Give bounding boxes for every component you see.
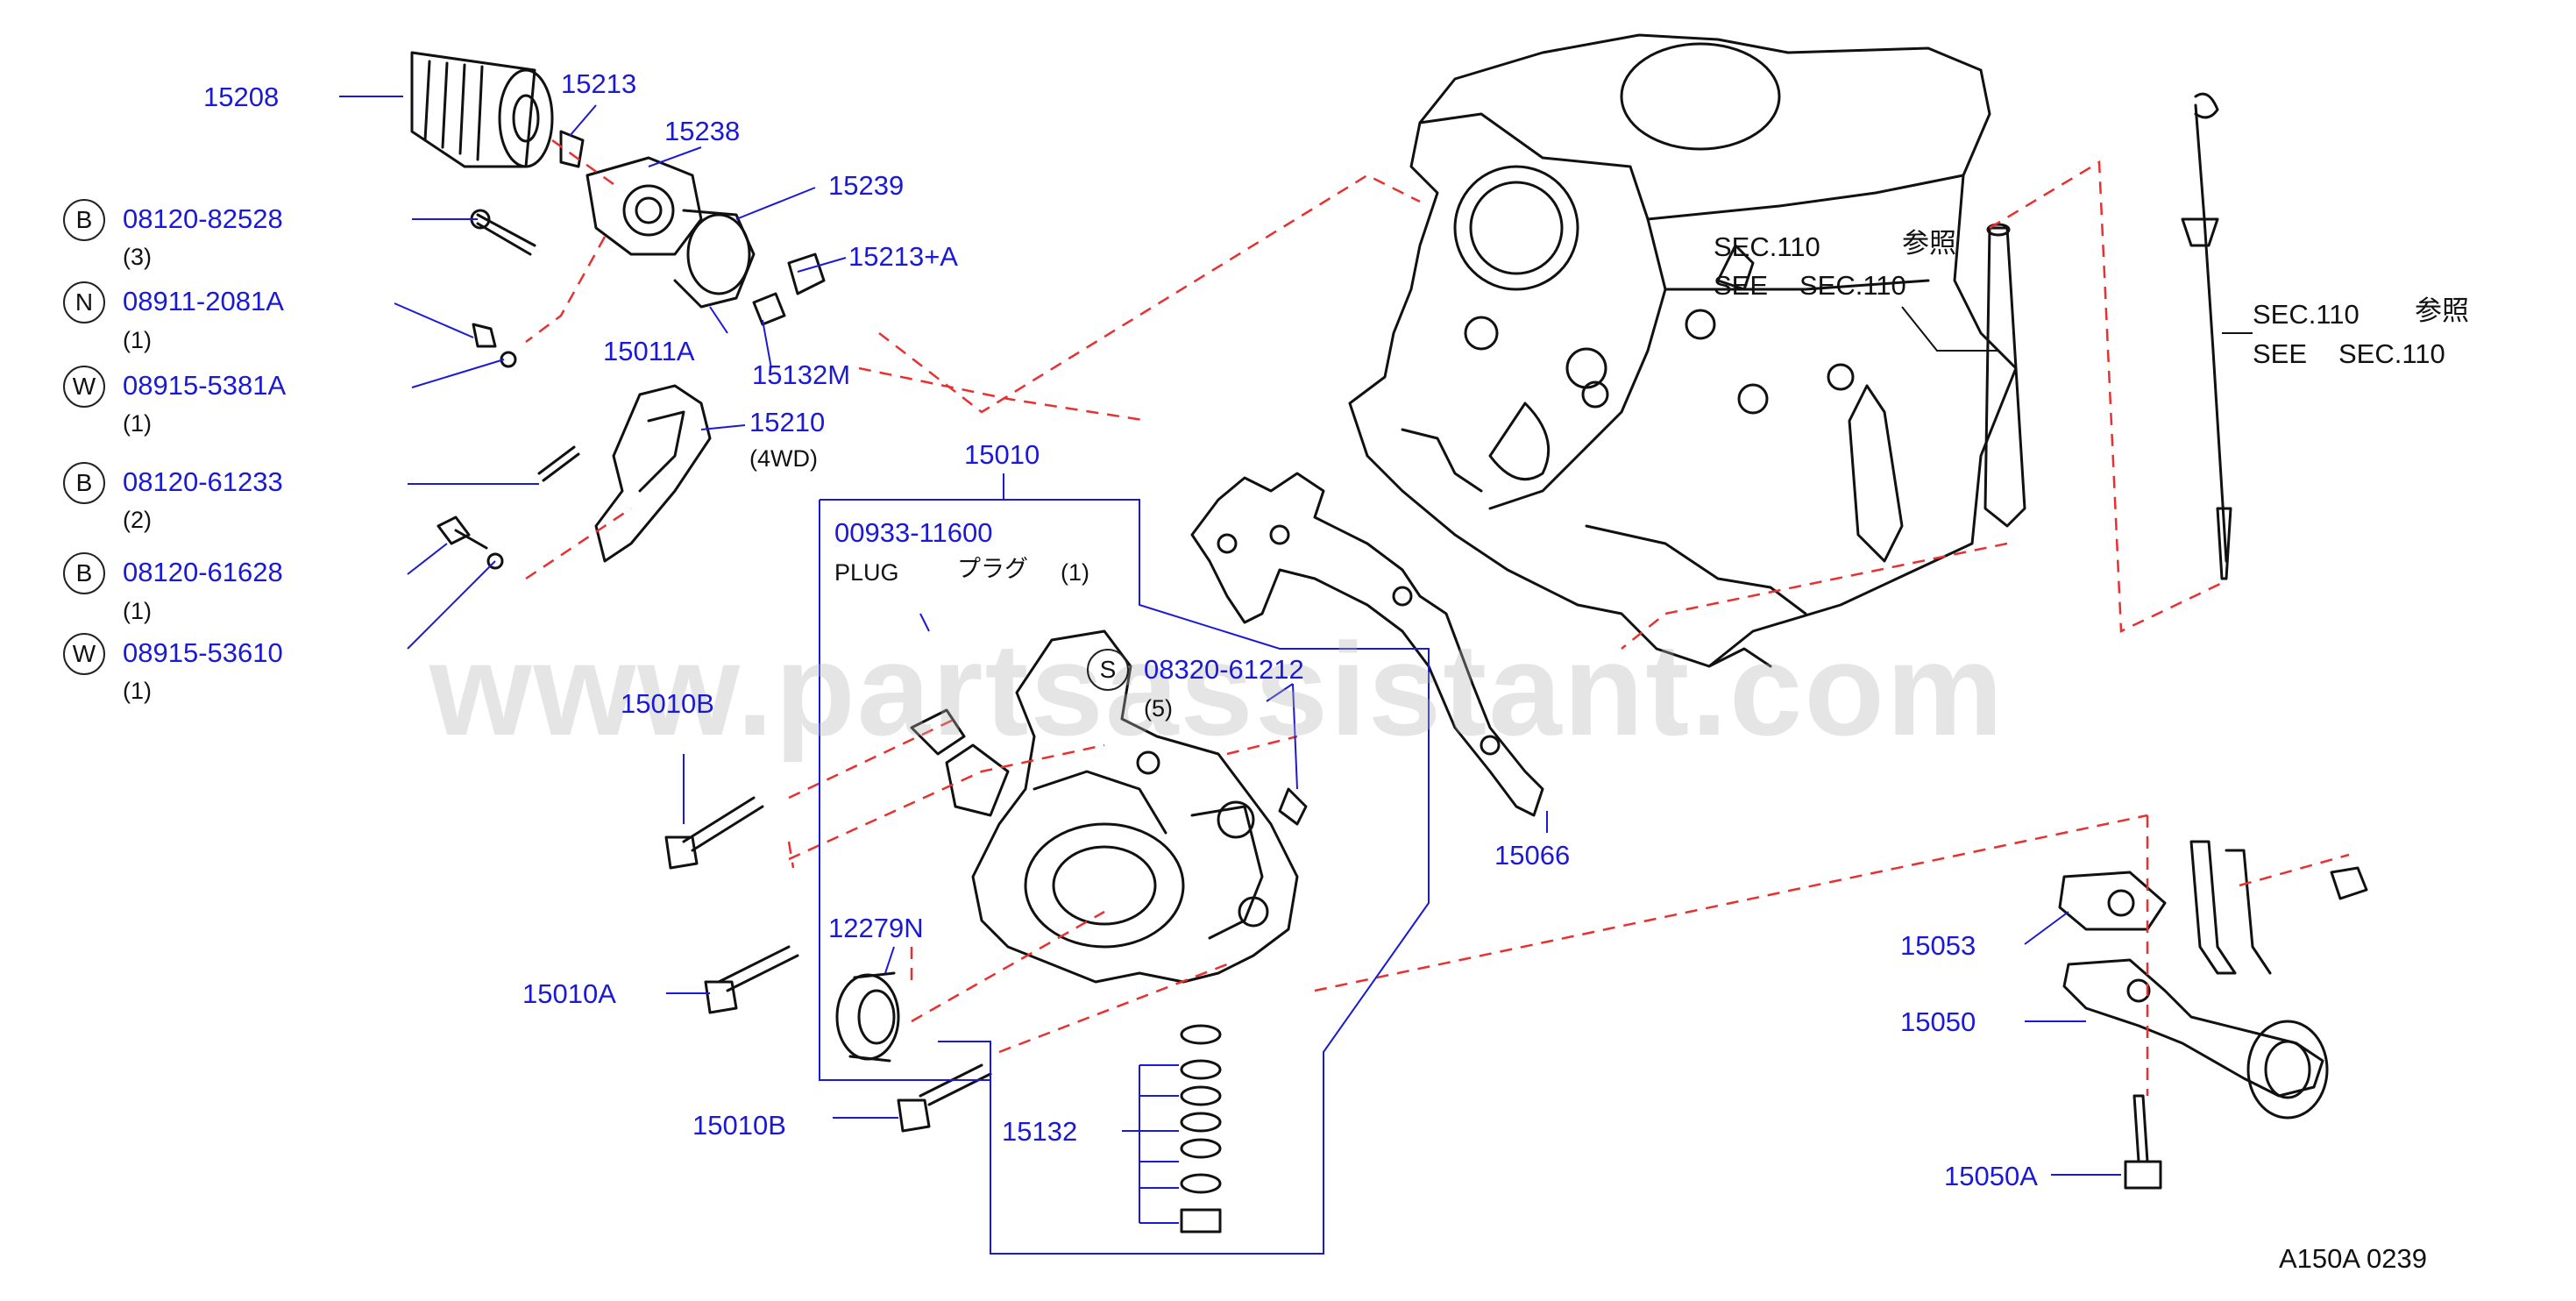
sec-leaders [1901, 306, 2253, 352]
callout-15213a[interactable]: 15213+A [848, 241, 958, 272]
gasket-15066-drawing [1190, 472, 1544, 817]
oil-filter-drawing [410, 51, 554, 168]
fastener-qty-1: (3) [123, 244, 152, 270]
relief-valve-drawing [1180, 1024, 1222, 1233]
fastener-qty-2: (1) [123, 327, 152, 353]
fastener-letter-2: N [63, 281, 105, 323]
callout-15011a[interactable]: 15011A [603, 336, 695, 366]
fastener-part-6[interactable]: 08915-53610 [123, 637, 283, 668]
callout-15010b-upper[interactable]: 15010B [621, 688, 714, 719]
fastener-letter-5: B [63, 552, 105, 594]
plug-label-jp: プラグ [957, 556, 1028, 582]
callout-15053[interactable]: 15053 [1900, 930, 1976, 961]
sec-ref-1-line1: SEC.110 [1714, 231, 1820, 262]
fastener-part-4[interactable]: 08120-61233 [123, 466, 283, 497]
fastener-qty-5: (1) [123, 598, 152, 624]
left-fasteners-drawing [436, 209, 580, 570]
fastener-letter-6: W [63, 633, 105, 675]
callout-15210[interactable]: 15210 [749, 407, 826, 437]
oil-strainer-drawing [2058, 840, 2368, 1190]
fastener-part-1[interactable]: 08120-82528 [123, 203, 283, 234]
plug-label: PLUG [834, 559, 899, 586]
filter-bracket-drawing [559, 130, 826, 326]
fastener-part-3[interactable]: 08915-5381A [123, 370, 287, 401]
callout-15050a[interactable]: 15050A [1944, 1161, 2038, 1191]
sec-ref-1-jp: 参照 [1902, 228, 1956, 259]
fastener-letter-1: B [63, 199, 105, 241]
leader-lines [339, 96, 2121, 1255]
bracket-15210-drawing [594, 384, 712, 563]
engine-block-drawing [1348, 33, 2018, 668]
oil-seal-drawing [835, 971, 900, 1063]
callout-15010b-lower[interactable]: 15010B [692, 1110, 786, 1141]
fastener-qty-4: (2) [123, 507, 152, 533]
callout-08320-61212[interactable]: 08320-61212 [1144, 654, 1304, 685]
fastener-qty-3: (1) [123, 410, 152, 437]
plug-qty: (1) [1061, 559, 1089, 586]
sec-ref-1-section[interactable]: SEC.110 [1799, 270, 1906, 301]
callout-15066[interactable]: 15066 [1494, 840, 1571, 871]
fastener-letter-3: W [63, 366, 105, 408]
callout-15208[interactable]: 15208 [203, 82, 280, 112]
sec-ref-2-line1: SEC.110 [2253, 299, 2360, 330]
callout-00933-11600[interactable]: 00933-11600 [834, 517, 993, 548]
callout-15238[interactable]: 15238 [664, 116, 741, 146]
fastener-part-2[interactable]: 08911-2081A [123, 286, 284, 316]
fastener-letter-4: B [63, 462, 105, 504]
callout-15239[interactable]: 15239 [828, 170, 905, 201]
sec-ref-2-section[interactable]: SEC.110 [2338, 338, 2445, 369]
dipstick-tube-drawing [1983, 223, 2026, 528]
callout-08320-qty: (5) [1144, 695, 1173, 722]
callout-15132m[interactable]: 15132M [752, 359, 851, 390]
fastener-qty-6: (1) [123, 678, 152, 704]
pump-bolts-drawing [664, 787, 1308, 1133]
callout-15213[interactable]: 15213 [561, 68, 637, 99]
phantom-lines [525, 139, 2350, 1096]
callout-15010a[interactable]: 15010A [522, 978, 616, 1009]
sec-ref-2-jp: 参照 [2415, 295, 2469, 326]
callout-15050[interactable]: 15050 [1900, 1006, 1976, 1037]
dipstick-drawing [2181, 92, 2232, 580]
sec-ref-1-see: SEE [1714, 270, 1769, 301]
watermark: www.partsassistant.com [429, 615, 2005, 763]
fastener-part-5[interactable]: 08120-61628 [123, 557, 283, 587]
callout-15010[interactable]: 15010 [964, 439, 1040, 470]
fastener-letter-s: S [1087, 649, 1129, 691]
callout-12279n[interactable]: 12279N [828, 913, 924, 943]
callout-15132[interactable]: 15132 [1002, 1116, 1078, 1147]
diagram-code: A150A 0239 [2279, 1243, 2427, 1274]
oil-pump-body-drawing [910, 629, 1299, 984]
callout-15210-note: (4WD) [749, 445, 818, 472]
sec-ref-2-see: SEE [2253, 338, 2308, 369]
